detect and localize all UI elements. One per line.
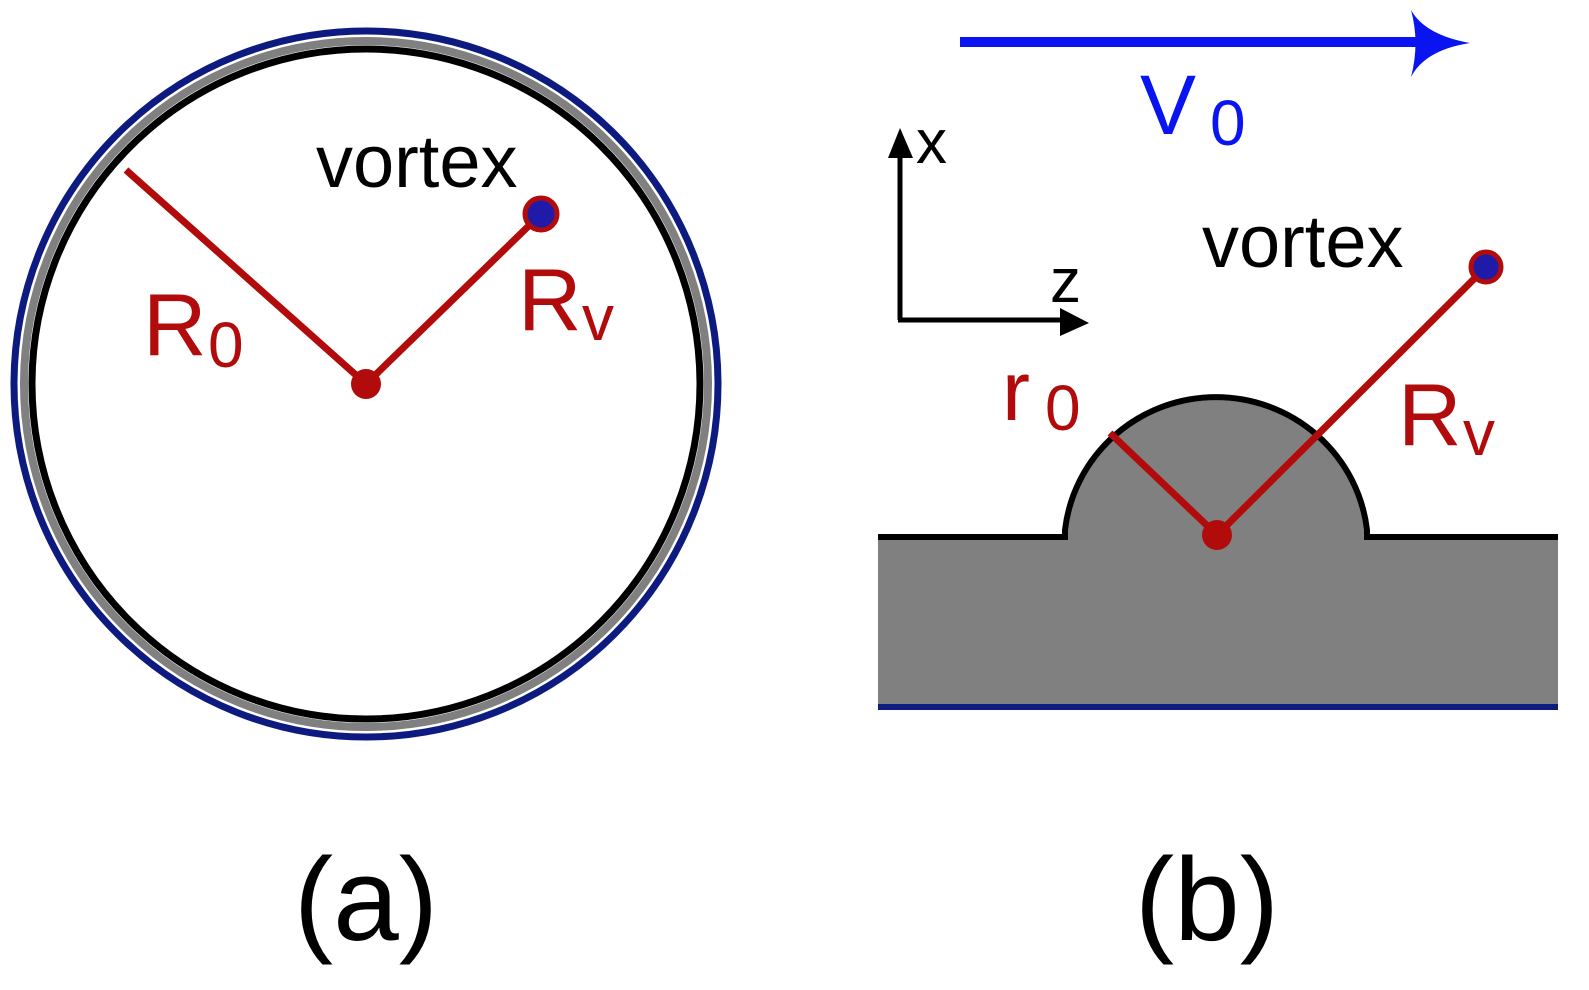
z-axis-label: z bbox=[1050, 247, 1081, 316]
rv-label-b: R bbox=[1398, 365, 1462, 464]
bump-center-point bbox=[1202, 520, 1232, 550]
caption-b: (b) bbox=[1135, 834, 1279, 966]
v0-subscript: 0 bbox=[1210, 87, 1246, 159]
radius-r0-line bbox=[123, 167, 369, 387]
r0-label-a: R bbox=[143, 275, 207, 374]
vortex-core-point bbox=[522, 195, 560, 233]
velocity-arrow-head bbox=[1411, 10, 1470, 77]
panel-b: V 0 x z vortex r 0 R v (b) bbox=[878, 10, 1558, 966]
vortex-label-b: vortex bbox=[1202, 200, 1404, 283]
r0-subscript-b: 0 bbox=[1045, 372, 1081, 444]
outer-boundary-ring bbox=[10, 27, 722, 741]
x-axis-label: x bbox=[916, 108, 947, 177]
v0-label: V bbox=[1140, 58, 1196, 152]
caption-a: (a) bbox=[294, 834, 438, 966]
r0-subscript-a: 0 bbox=[208, 309, 244, 381]
radius-rv-line-b bbox=[1214, 264, 1489, 538]
z-axis-arrowhead bbox=[1060, 308, 1089, 336]
rv-subscript-b: v bbox=[1463, 397, 1495, 469]
vortex-core-point-b bbox=[1468, 249, 1504, 285]
radius-r0-line-b bbox=[1107, 430, 1220, 538]
x-axis-arrowhead bbox=[888, 128, 913, 158]
r0-label-b: r bbox=[1002, 344, 1030, 438]
center-point bbox=[351, 369, 381, 399]
rv-label-a: R bbox=[518, 250, 582, 349]
substrate-body bbox=[878, 397, 1558, 706]
radius-rv-line bbox=[363, 211, 544, 387]
vortex-label-a: vortex bbox=[316, 120, 518, 203]
gray-shell-ring bbox=[20, 37, 712, 731]
rv-subscript-a: v bbox=[582, 282, 614, 354]
substrate-surface-outline bbox=[878, 394, 1558, 540]
panel-a: vortex R 0 R v (a) bbox=[10, 27, 722, 966]
